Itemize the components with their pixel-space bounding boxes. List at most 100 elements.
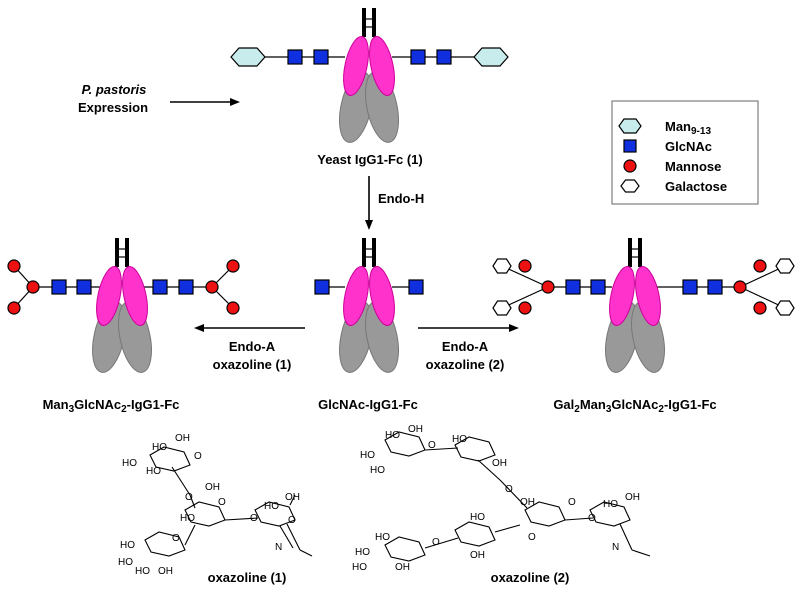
- mannose-icon: [518, 301, 532, 315]
- svg-text:HO: HO: [355, 547, 370, 558]
- mannose-icon: [753, 259, 767, 273]
- mannose-icon: [7, 301, 21, 315]
- label-endo-h: Endo-H: [378, 191, 424, 206]
- yeast-igg1-fc-glycoform: [230, 6, 509, 148]
- svg-text:HO: HO: [120, 540, 135, 551]
- svg-text:OH: OH: [520, 497, 535, 508]
- hexagon-white-icon: [620, 179, 640, 193]
- mannose-icon: [26, 280, 40, 294]
- mannose-icon: [205, 280, 219, 294]
- glcnac-icon: [76, 279, 92, 295]
- arrow-endo-a-1: [194, 324, 305, 332]
- structure-oxazoline-2: HO OH HO HO HO O OH O OH O O O OH HO N H…: [352, 424, 651, 573]
- circle-red-icon: [623, 159, 637, 173]
- svg-text:HO: HO: [603, 499, 618, 510]
- glcnac-icon: [314, 279, 330, 295]
- label-oxazoline-1-reagent: oxazoline (1): [213, 357, 292, 372]
- mannose-icon: [226, 259, 240, 273]
- svg-text:O: O: [172, 533, 180, 544]
- label-host-species: P. pastoris: [82, 82, 147, 97]
- galactose-icon: [775, 258, 795, 274]
- svg-text:HO: HO: [352, 562, 367, 573]
- svg-text:O: O: [218, 497, 226, 508]
- svg-text:O: O: [194, 451, 202, 462]
- glcnac-icon: [410, 49, 426, 65]
- glcnac-icon: [178, 279, 194, 295]
- svg-text:HO: HO: [375, 532, 390, 543]
- arrow-endo-h: [365, 176, 373, 230]
- svg-text:O: O: [185, 492, 193, 503]
- svg-text:O: O: [588, 513, 596, 524]
- mannose-icon: [226, 301, 240, 315]
- svg-text:HO: HO: [122, 458, 137, 469]
- svg-text:HO: HO: [370, 465, 385, 476]
- svg-text:O: O: [568, 497, 576, 508]
- svg-text:O: O: [528, 532, 536, 543]
- glcnac-icon: [313, 49, 329, 65]
- svg-text:OH: OH: [395, 562, 410, 573]
- svg-text:OH: OH: [408, 424, 423, 435]
- svg-text:OH: OH: [492, 458, 507, 469]
- svg-text:O: O: [505, 484, 513, 495]
- arrow-expression: [170, 98, 240, 106]
- label-yeast-igg1-fc: Yeast IgG1-Fc (1): [317, 152, 422, 167]
- label-man3glcnac2-igg1-fc: Man3GlcNAc2-IgG1-Fc: [43, 397, 180, 415]
- svg-text:HO: HO: [118, 557, 133, 568]
- legend: Man9-13 GlcNAc Mannose Galactose: [611, 100, 759, 205]
- label-endo-a-1: Endo-A: [229, 339, 276, 354]
- glcnac-icon: [287, 49, 303, 65]
- svg-text:O: O: [250, 513, 258, 524]
- glcnac-icon: [682, 279, 698, 295]
- svg-text:HO: HO: [180, 513, 195, 524]
- glcnac-icon: [565, 279, 581, 295]
- glcnac-icon: [707, 279, 723, 295]
- label-oxazoline-2-structure: oxazoline (2): [491, 570, 570, 585]
- label-gal2man3glcnac2-igg1-fc: Gal2Man3GlcNAc2-IgG1-Fc: [553, 397, 716, 415]
- svg-text:OH: OH: [625, 492, 640, 503]
- svg-text:HO: HO: [452, 434, 467, 445]
- svg-text:HO: HO: [152, 442, 167, 453]
- man9-13-left-icon: [230, 47, 266, 67]
- svg-text:OH: OH: [205, 482, 220, 493]
- svg-text:N: N: [612, 542, 619, 553]
- label-glcnac-igg1-fc: GlcNAc-IgG1-Fc: [318, 397, 418, 412]
- svg-text:OH: OH: [470, 550, 485, 561]
- mannose-icon: [753, 301, 767, 315]
- arrow-endo-a-2: [418, 324, 519, 332]
- svg-text:OH: OH: [285, 492, 300, 503]
- man3glcnac2-igg1-fc-glycoform: [7, 236, 240, 378]
- svg-text:HO: HO: [264, 501, 279, 512]
- mannose-icon: [541, 280, 555, 294]
- legend-label-man9-13: Man9-13: [665, 119, 711, 137]
- svg-text:O: O: [428, 440, 436, 451]
- svg-text:HO: HO: [470, 512, 485, 523]
- svg-text:HO: HO: [360, 450, 375, 461]
- galactose-icon: [775, 300, 795, 316]
- legend-label-mannose: Mannose: [665, 159, 721, 174]
- antibody-gal2-icon: [597, 236, 673, 378]
- glcnac-icon: [590, 279, 606, 295]
- label-host-process: Expression: [78, 100, 148, 115]
- hexagon-light-blue-icon: [618, 118, 642, 134]
- square-blue-icon: [623, 139, 637, 153]
- label-oxazoline-2-reagent: oxazoline (2): [426, 357, 505, 372]
- svg-text:HO: HO: [385, 430, 400, 441]
- svg-text:OH: OH: [158, 566, 173, 577]
- svg-text:O: O: [288, 515, 296, 526]
- antibody-man3-icon: [84, 236, 160, 378]
- galactose-icon: [492, 258, 512, 274]
- svg-text:HO: HO: [146, 466, 161, 477]
- glcnac-icon: [436, 49, 452, 65]
- legend-label-galactose: Galactose: [665, 179, 727, 194]
- mannose-icon: [518, 259, 532, 273]
- mannose-icon: [7, 259, 21, 273]
- antibody-yeast-icon: [331, 6, 407, 148]
- label-endo-a-2: Endo-A: [442, 339, 489, 354]
- svg-text:OH: OH: [175, 433, 190, 444]
- structure-oxazoline-1: HO OH HO HO O O OH O HO O O OH HO O N HO…: [118, 433, 313, 577]
- galactose-icon: [492, 300, 512, 316]
- glcnac-icon: [152, 279, 168, 295]
- svg-text:HO: HO: [135, 566, 150, 577]
- legend-label-glcnac: GlcNAc: [665, 139, 712, 154]
